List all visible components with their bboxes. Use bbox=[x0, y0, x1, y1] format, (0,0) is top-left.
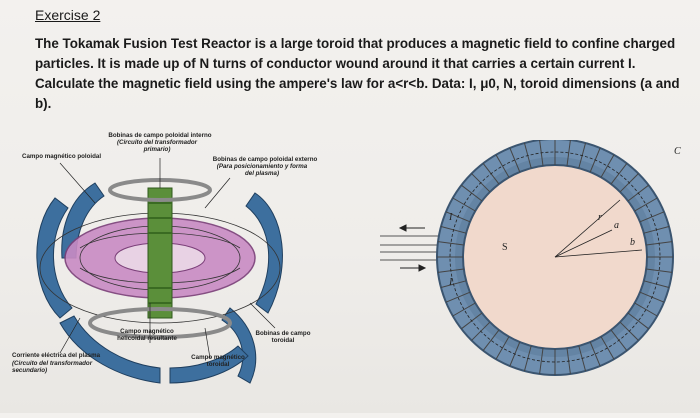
toroid-figure: I I C r a b S bbox=[380, 138, 700, 413]
exercise-title: Exercise 2 bbox=[35, 7, 101, 23]
winding-turn bbox=[452, 197, 476, 212]
label-inner-poloidal-coils: Bobinas de campo poloidal interno bbox=[108, 132, 212, 139]
label-plasma-current: Corriente eléctrica del plasma bbox=[12, 352, 101, 359]
winding-turn bbox=[589, 341, 601, 367]
label-r: r bbox=[598, 212, 602, 223]
winding-turn bbox=[646, 268, 673, 273]
winding-turn bbox=[452, 302, 476, 317]
toroid-diagram bbox=[380, 138, 674, 376]
label-S: S bbox=[502, 242, 508, 253]
winding-turn bbox=[600, 154, 615, 178]
tokamak-illustration bbox=[36, 158, 283, 384]
winding-turn bbox=[437, 241, 464, 246]
winding-turn bbox=[634, 302, 658, 317]
label-outer-poloidal-coils: Bobinas de campo poloidal externo bbox=[212, 156, 318, 163]
winding-turn bbox=[566, 139, 571, 166]
label-plasma-current-note: (Circuito del transformador secundario) bbox=[12, 360, 93, 374]
winding-turn bbox=[627, 312, 649, 330]
winding-turn bbox=[445, 291, 471, 303]
winding-turn bbox=[600, 336, 615, 360]
label-outer-poloidal-coils-note: (Para posicionamiento y forma del plasma… bbox=[216, 163, 308, 177]
label-I-top: I bbox=[449, 212, 453, 223]
label-inner-poloidal-coils-note: (Circuito del transformador primario) bbox=[116, 139, 198, 153]
winding-turn bbox=[461, 184, 483, 202]
winding-turn bbox=[495, 154, 510, 178]
winding-turn bbox=[610, 163, 628, 185]
winding-turn bbox=[509, 147, 521, 173]
label-toroidal-coils: Bobinas de campo toroidal bbox=[255, 330, 311, 344]
label-a: a bbox=[614, 220, 619, 231]
label-toroidal-field: Campo magnético toroidal bbox=[191, 354, 245, 368]
label-I-bottom: I bbox=[449, 277, 453, 288]
exercise-text: The Tokamak Fusion Test Reactor is a lar… bbox=[35, 36, 680, 111]
winding-turn bbox=[482, 329, 500, 351]
label-poloidal-field: Campo magnético poloidal bbox=[22, 153, 102, 160]
label-resultant-field: Campo magnético helicoidal resultante bbox=[117, 328, 177, 342]
tokamak-figure: Bobinas de campo poloidal interno (Circu… bbox=[0, 128, 360, 413]
label-b: b bbox=[630, 237, 635, 248]
winding-turn bbox=[539, 348, 544, 375]
label-C: C bbox=[674, 146, 681, 157]
winding-turn bbox=[634, 197, 658, 212]
winding-turn bbox=[495, 336, 510, 360]
